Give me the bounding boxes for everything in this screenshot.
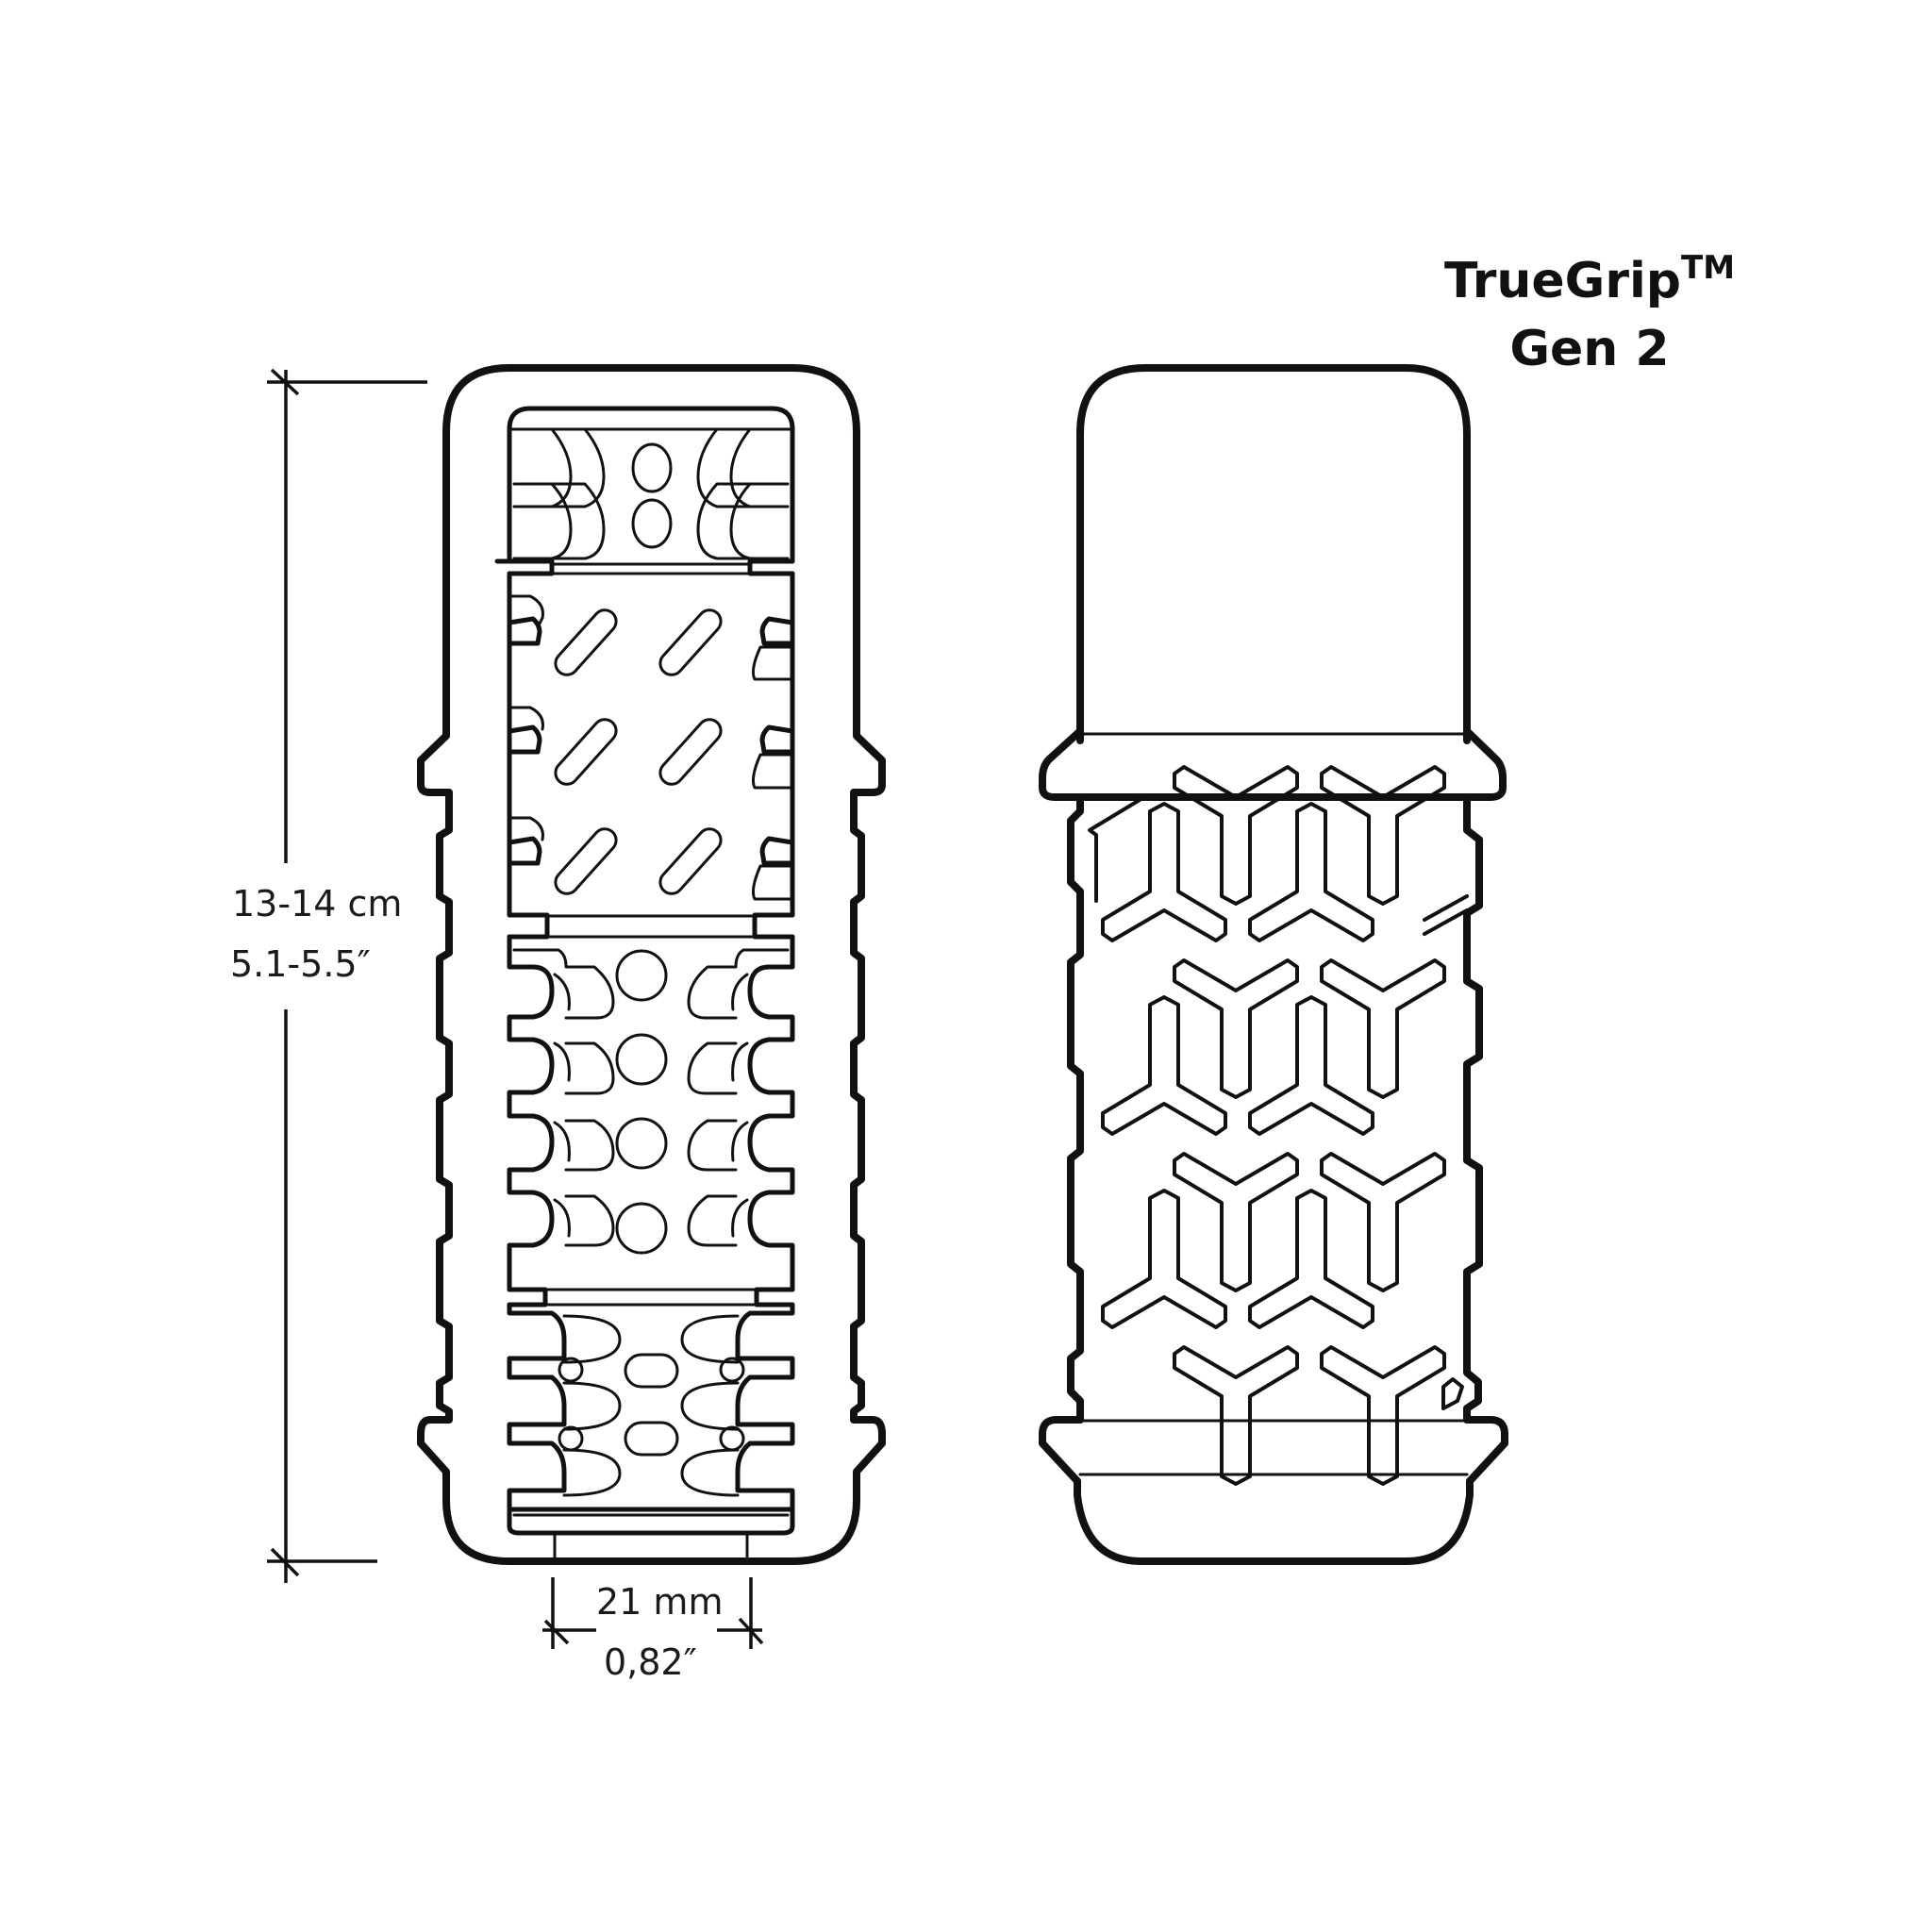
top-cap — [1076, 364, 1471, 744]
outer-contour — [417, 364, 886, 1565]
product-generation: Gen 2 — [1509, 321, 1670, 377]
cross-section-view — [417, 364, 886, 1565]
width-imperial-label: 0,82″ — [604, 1641, 697, 1683]
length-dimension-line — [267, 368, 427, 1583]
length-imperial-label: 5.1-5.5″ — [230, 943, 371, 985]
exterior-view — [1039, 364, 1508, 1565]
bottom-base — [1039, 1416, 1508, 1565]
length-metric-label: 13-14 cm — [232, 883, 403, 924]
oval-nub-chamber — [507, 1302, 795, 1512]
bump-chamber — [507, 934, 795, 1292]
diagonal-rib-chamber — [507, 571, 795, 918]
product-name: TrueGrip — [1443, 253, 1682, 309]
y-grip-pattern — [1088, 765, 1469, 1486]
grip-body — [1067, 765, 1483, 1486]
trademark-symbol: TM — [1681, 249, 1736, 287]
top-flange — [1039, 727, 1507, 801]
bump-rows — [512, 948, 790, 1255]
width-dimension-line — [542, 1577, 764, 1649]
diagonal-slots — [554, 608, 723, 895]
width-metric-label: 21 mm — [596, 1581, 724, 1623]
bead-rows-top — [512, 427, 790, 560]
product-title: TrueGripTM Gen 2 — [1443, 234, 1736, 383]
